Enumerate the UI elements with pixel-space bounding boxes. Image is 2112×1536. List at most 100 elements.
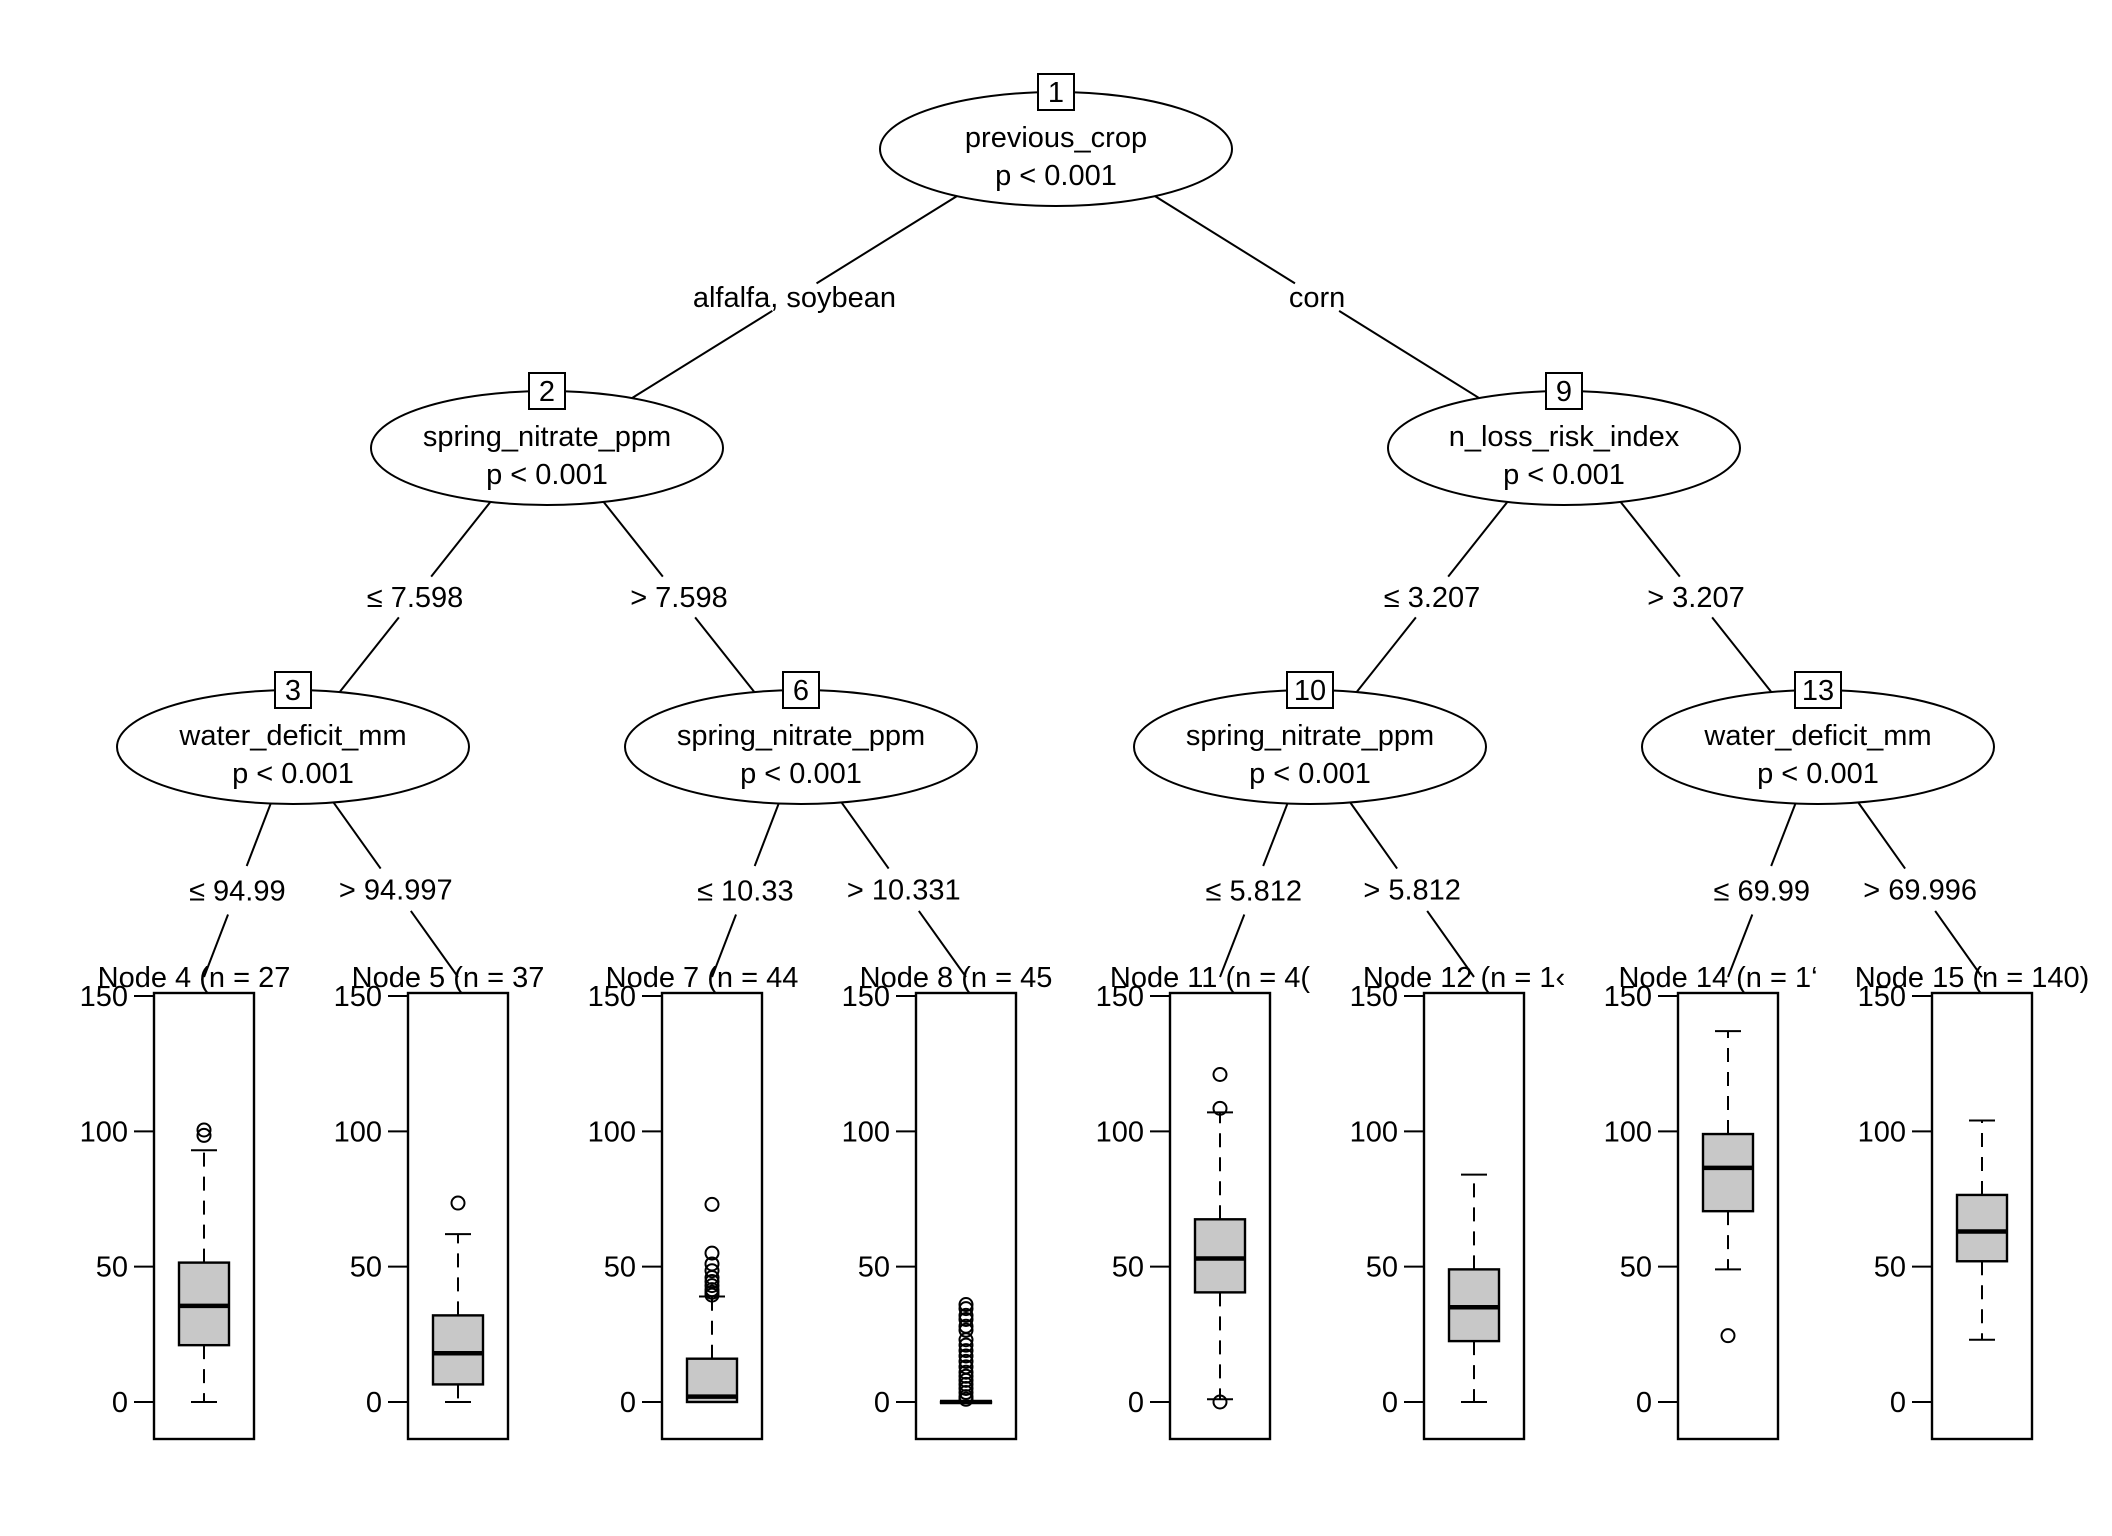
edge-line: [631, 309, 773, 399]
outlier-point: [958, 1343, 974, 1359]
node-p-value: p < 0.001: [232, 758, 354, 790]
outlier-point: [1212, 1100, 1228, 1116]
edge-label: ≤ 7.598: [367, 582, 464, 614]
y-tick-label: 0: [1636, 1387, 1652, 1419]
node-id-box: [1037, 73, 1075, 111]
node-id-box: [1794, 671, 1842, 709]
edge-line: [1262, 803, 1289, 867]
node-id-box: [782, 671, 820, 709]
y-tick-label: 150: [842, 981, 890, 1013]
node-variable-label: spring_nitrate_ppm: [677, 720, 925, 752]
y-tick-label: 100: [588, 1116, 636, 1148]
edge-label: > 7.598: [630, 582, 728, 614]
y-tick-label: 150: [1096, 981, 1144, 1013]
outlier-point: [958, 1353, 974, 1369]
edge-line: [1338, 309, 1480, 399]
node-variable-label: spring_nitrate_ppm: [423, 421, 671, 453]
outlier-point: [704, 1256, 720, 1272]
edge-line: [1447, 501, 1509, 578]
outlier-point: [704, 1263, 720, 1279]
y-tick-label: 0: [1890, 1387, 1906, 1419]
node-id-box: [274, 671, 312, 709]
outlier-point: [958, 1311, 974, 1327]
edge-line: [840, 801, 890, 870]
edge-line: [1857, 801, 1906, 870]
y-tick-label: 150: [334, 981, 382, 1013]
node-variable-label: water_deficit_mm: [178, 720, 406, 752]
outlier-point: [958, 1348, 974, 1364]
y-tick-label: 0: [366, 1387, 382, 1419]
outlier-point: [958, 1297, 974, 1313]
edge-line: [1219, 914, 1246, 978]
node-id-box: [528, 372, 566, 410]
y-tick-label: 0: [112, 1387, 128, 1419]
outlier-point: [704, 1278, 720, 1294]
outlier-point: [704, 1274, 720, 1290]
edge-label: > 94.997: [339, 875, 453, 907]
node-id-label: 6: [793, 675, 809, 707]
edge-label: ≤ 3.207: [1384, 582, 1481, 614]
node-variable-label: water_deficit_mm: [1703, 720, 1931, 752]
y-tick-label: 0: [874, 1387, 890, 1419]
outlier-point: [958, 1359, 974, 1375]
node-p-value: p < 0.001: [740, 758, 862, 790]
y-tick-label: 100: [80, 1116, 128, 1148]
terminal-node-title: Node 8 (n = 45: [860, 962, 1053, 994]
iqr-box: [431, 1314, 485, 1386]
y-tick-label: 150: [1604, 981, 1652, 1013]
outlier-point: [958, 1301, 974, 1317]
edge-label: ≤ 69.99: [1713, 875, 1810, 907]
edge-line: [1934, 910, 1983, 978]
edge-line: [694, 616, 756, 693]
edge-label: corn: [1289, 282, 1345, 314]
y-tick-label: 50: [1366, 1252, 1398, 1284]
outlier-point: [450, 1195, 466, 1211]
edge-line: [203, 914, 229, 978]
node-id-label: 13: [1802, 675, 1834, 707]
edge-label: > 10.331: [847, 875, 961, 907]
y-tick-label: 150: [80, 981, 128, 1013]
y-tick-label: 0: [1128, 1387, 1144, 1419]
boxplot-panel: [152, 991, 256, 1441]
edge-label: ≤ 10.33: [697, 875, 794, 907]
iqr-box: [1701, 1132, 1755, 1213]
y-tick-label: 100: [1858, 1116, 1906, 1148]
outlier-point: [958, 1318, 974, 1334]
terminal-node-title: Node 15 (n = 140): [1855, 962, 2090, 994]
terminal-node-title: Node 7 (n = 44: [606, 962, 799, 994]
node-p-value: p < 0.001: [1249, 758, 1371, 790]
edge-line: [815, 195, 958, 285]
y-tick-label: 50: [604, 1252, 636, 1284]
edge-line: [1154, 195, 1296, 285]
edge-line: [1770, 803, 1797, 867]
y-tick-label: 150: [1858, 981, 1906, 1013]
outlier-point: [196, 1122, 212, 1138]
edge-line: [602, 501, 664, 578]
outlier-point: [1212, 1394, 1228, 1410]
edge-line: [1426, 910, 1475, 978]
y-tick-label: 50: [1112, 1252, 1144, 1284]
edge-label: ≤ 5.812: [1205, 875, 1302, 907]
edge-line: [1727, 914, 1754, 978]
boxplot-panel: [1422, 991, 1526, 1441]
outlier-point: [704, 1196, 720, 1212]
node-p-value: p < 0.001: [1503, 459, 1625, 491]
y-tick-label: 100: [1096, 1116, 1144, 1148]
iqr-box: [1955, 1193, 2009, 1263]
edge-label: alfalfa, soybean: [693, 282, 896, 314]
terminal-node-title: Node 14 (n = 1‘: [1618, 962, 1817, 994]
